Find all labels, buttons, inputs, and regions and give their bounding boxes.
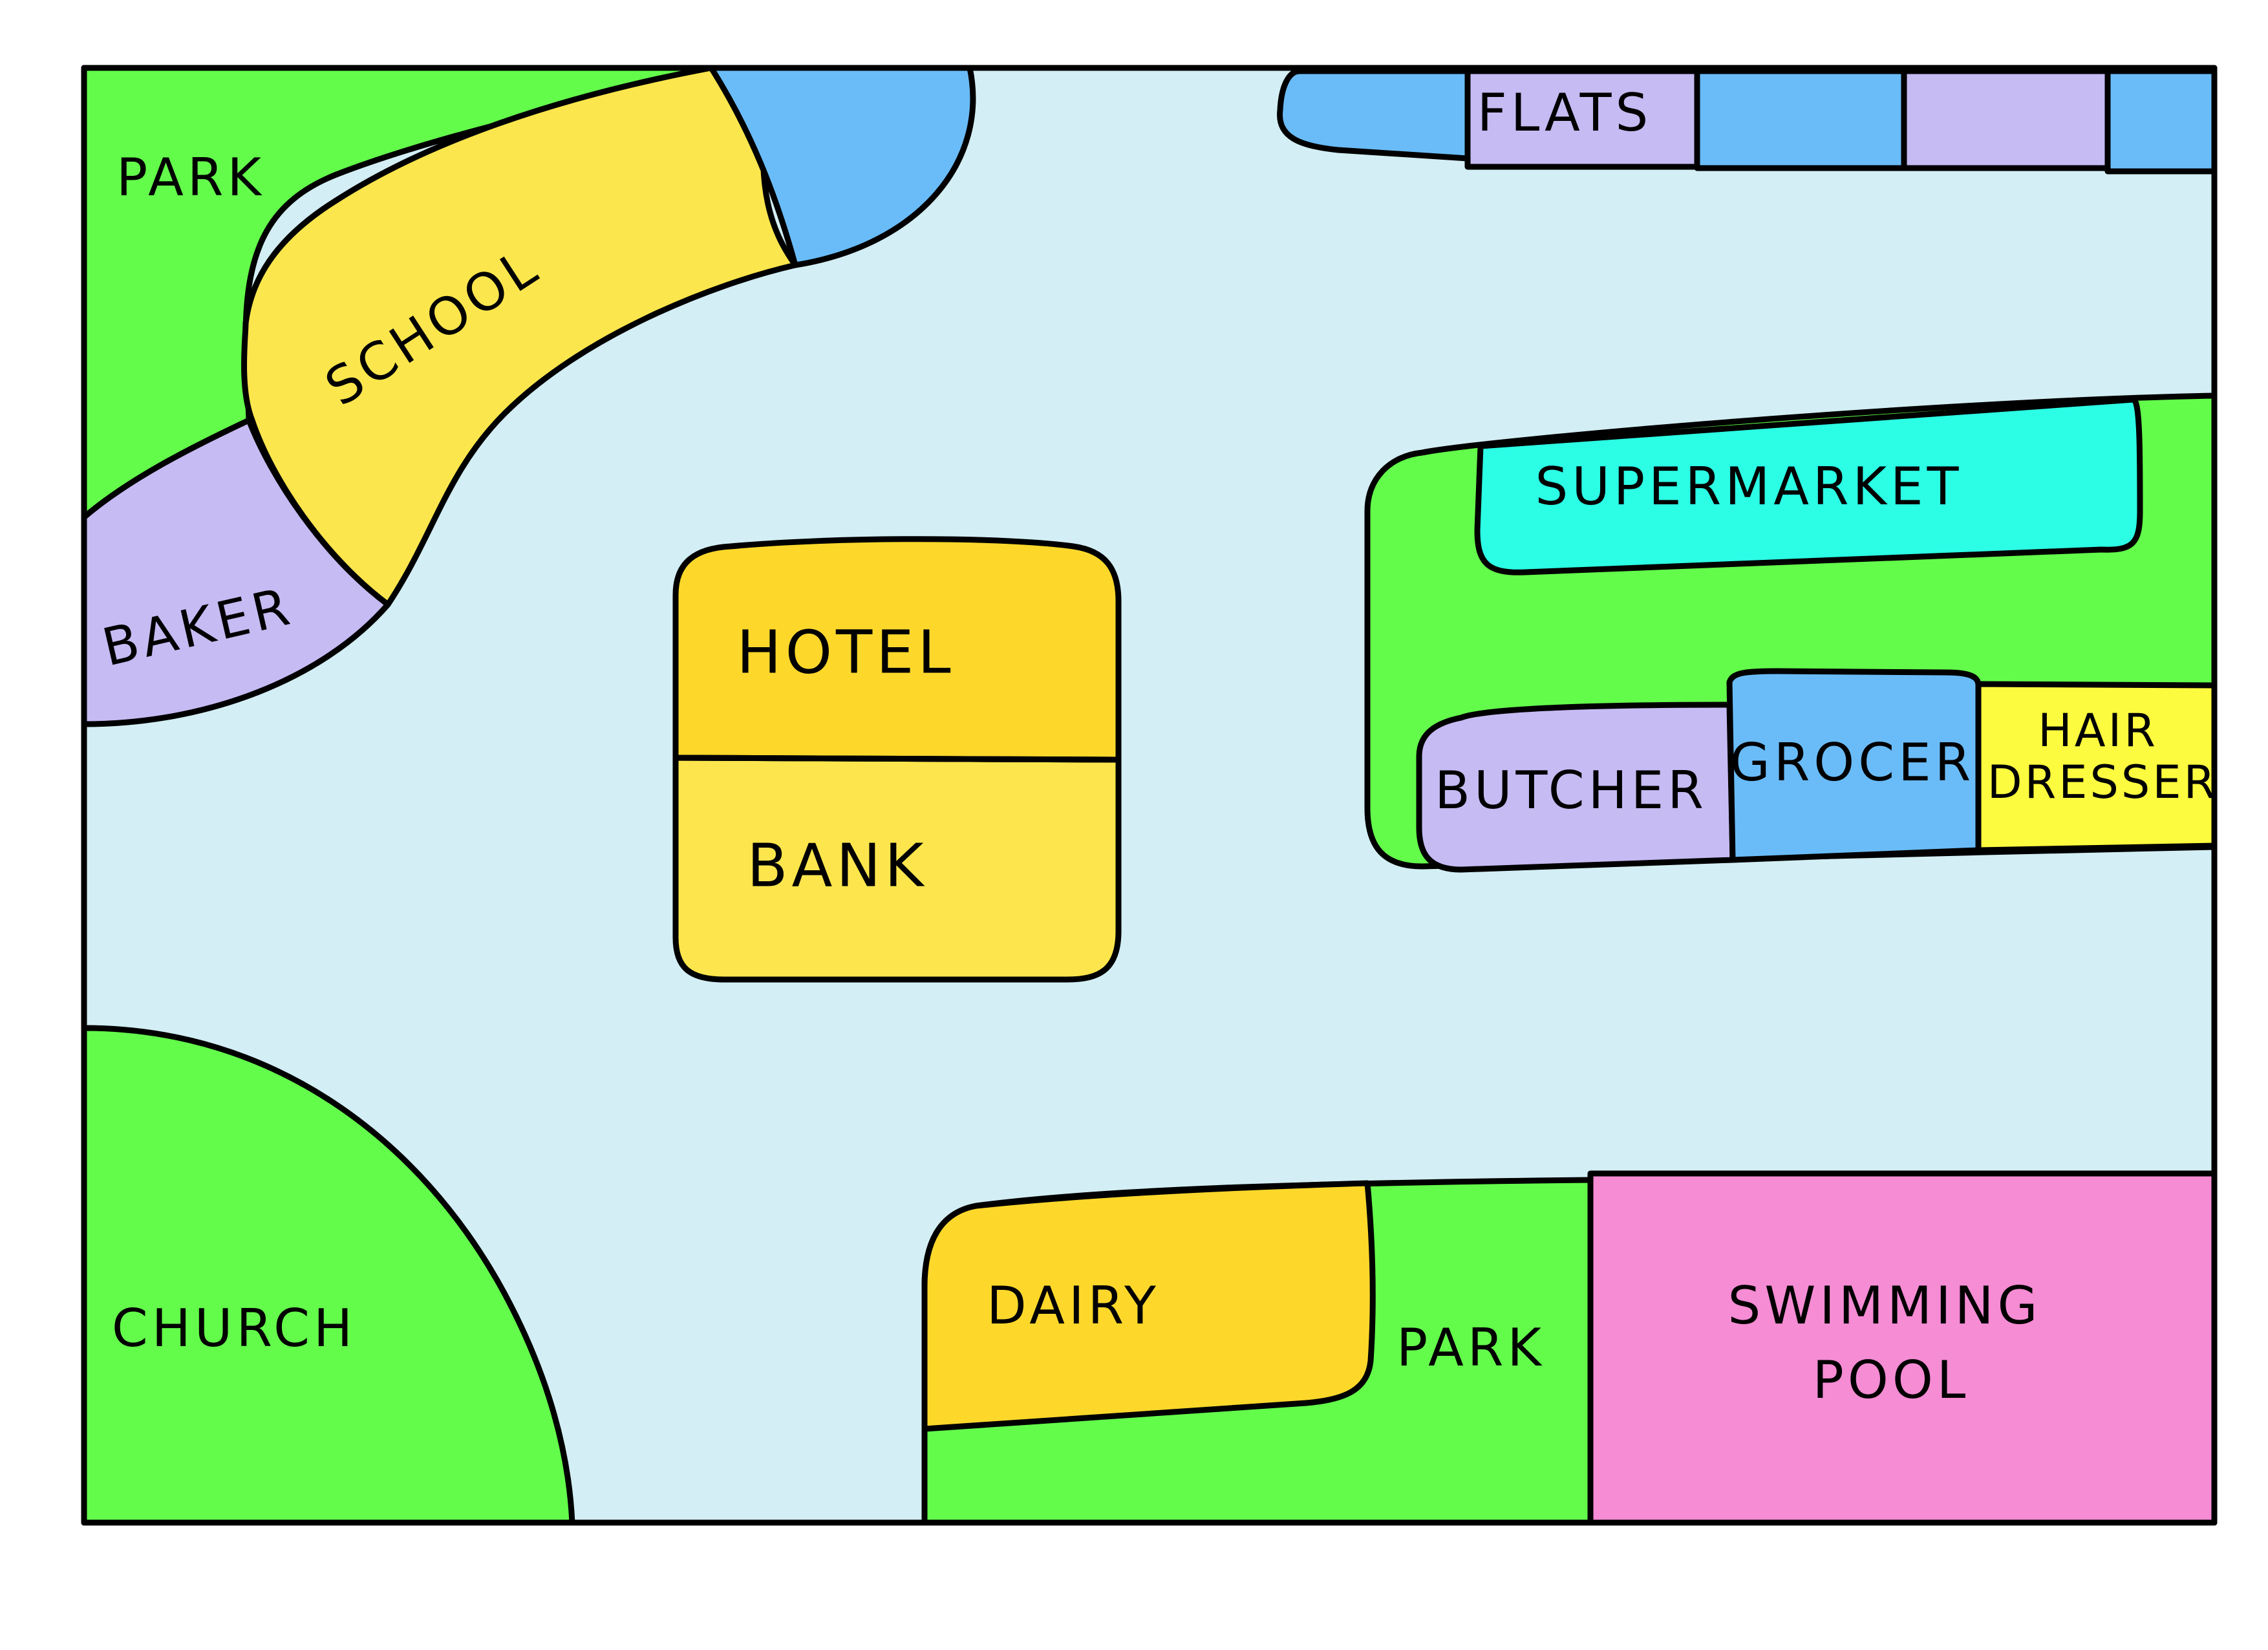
map-frame <box>81 65 2218 1526</box>
label-dresser: DRESSER <box>1987 756 2218 809</box>
water-pond <box>708 65 976 268</box>
hotel-bank-divider <box>672 755 1122 763</box>
bank <box>672 755 1122 983</box>
baker <box>81 417 391 727</box>
hotel <box>672 536 1122 763</box>
label-church: CHURCH <box>112 1298 356 1358</box>
flats-segment-4 <box>1901 68 2111 171</box>
label-bank: BANK <box>747 831 927 900</box>
label-park-top: PARK <box>116 147 265 208</box>
label-park-bottom: PARK <box>1396 1318 1545 1378</box>
label-pool: POOL <box>1813 1350 1970 1410</box>
supermarket <box>1474 396 2143 575</box>
label-hotel: HOTEL <box>736 617 954 687</box>
label-grocer: GROCER <box>1730 733 1975 793</box>
label-supermarket: SUPERMARKET <box>1535 456 1963 517</box>
church <box>81 1025 575 1526</box>
dairy <box>921 1180 1376 1432</box>
label-hair: HAIR <box>2038 704 2158 757</box>
swimming-pool <box>1587 1170 2218 1526</box>
label-flats: FLATS <box>1477 83 1653 143</box>
label-swimming: SWIMMING <box>1728 1276 2042 1336</box>
label-butcher: BUTCHER <box>1435 760 1707 820</box>
label-dairy: DAIRY <box>987 1276 1160 1336</box>
flats-segment-3 <box>1694 68 1907 171</box>
flats-segment-5 <box>2104 68 2218 175</box>
flats-segment-1 <box>1277 68 1471 162</box>
butcher <box>1416 702 1736 873</box>
